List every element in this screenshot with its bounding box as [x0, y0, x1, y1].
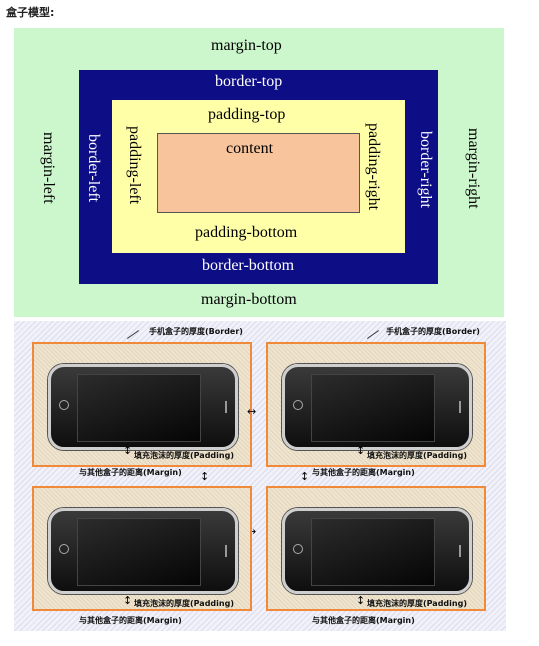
phone-image: [48, 508, 238, 594]
vertical-arrow-icon: ↕: [200, 470, 210, 483]
border-right-label: border-right: [417, 131, 434, 208]
horizontal-arrow-icon: ↔: [247, 405, 257, 418]
margin-left-label: margin-left: [40, 132, 57, 204]
border-label: 手机盒子的厚度(Border): [149, 327, 243, 336]
content-label: content: [226, 140, 274, 157]
vertical-arrow-icon: ↕: [123, 444, 133, 457]
phone-box-top-left: [32, 342, 252, 467]
phone-image: [282, 364, 472, 450]
padding-top-label: padding-top: [208, 106, 286, 123]
phone-box-bottom-right: [266, 486, 486, 611]
border-left-label: border-left: [85, 134, 102, 203]
section-heading: 盒子模型:: [6, 6, 55, 19]
margin-top-label: margin-top: [211, 37, 282, 54]
padding-left-label: padding-left: [126, 126, 143, 205]
content-box: [157, 133, 360, 213]
phone-box-bottom-left: [32, 486, 252, 611]
padding-label: 填充泡沫的厚度(Padding): [134, 599, 234, 608]
padding-bottom-label: padding-bottom: [195, 224, 298, 241]
border-label: 手机盒子的厚度(Border): [386, 327, 480, 336]
vertical-arrow-icon: ↕: [300, 470, 310, 483]
margin-right-label: margin-right: [465, 128, 482, 209]
padding-label: 填充泡沫的厚度(Padding): [367, 599, 467, 608]
phone-image: [282, 508, 472, 594]
vertical-arrow-icon: ↕: [356, 444, 366, 457]
margin-label: 与其他盒子的距离(Margin): [79, 468, 182, 477]
vertical-arrow-icon: ↕: [123, 594, 133, 607]
border-top-label: border-top: [215, 73, 283, 90]
padding-right-label: padding-right: [365, 123, 382, 211]
vertical-arrow-icon: ↕: [356, 594, 366, 607]
box-model-diagram: margin-top margin-bottom margin-left mar…: [14, 28, 504, 317]
margin-label: 与其他盒子的距离(Margin): [312, 616, 415, 625]
phone-box-top-right: [266, 342, 486, 467]
padding-label: 填充泡沫的厚度(Padding): [134, 451, 234, 460]
margin-label: 与其他盒子的距离(Margin): [312, 468, 415, 477]
border-bottom-label: border-bottom: [202, 257, 295, 274]
margin-label: 与其他盒子的距离(Margin): [79, 616, 182, 625]
phone-image: [48, 364, 238, 450]
padding-label: 填充泡沫的厚度(Padding): [367, 451, 467, 460]
phone-boxes-diagram: 手机盒子的厚度(Border) ↕ 填充泡沫的厚度(Padding) 与其他盒子…: [14, 321, 506, 631]
margin-bottom-label: margin-bottom: [201, 291, 297, 308]
